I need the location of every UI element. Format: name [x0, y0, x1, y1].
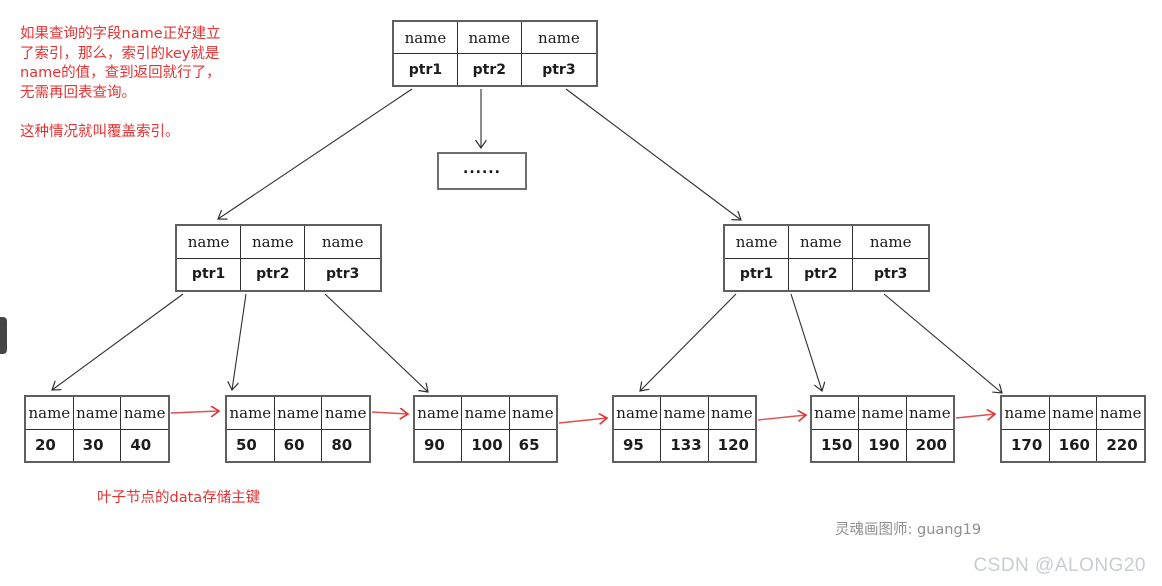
leaf1-key-1: name: [28, 403, 71, 422]
leaf1-value-2: 30: [72, 429, 121, 461]
leaf-node-2: name name name 50 60 80: [225, 395, 371, 463]
leaf5-key-1: name: [814, 403, 857, 422]
internal-left-key-2: name: [240, 226, 304, 258]
leaf1-key-3: name: [120, 397, 168, 429]
leaf2-value-1: 50: [236, 436, 257, 455]
leaf2-key-1: name: [229, 403, 272, 422]
internal-left-key-1: name: [187, 232, 230, 251]
internal-left-ptr-2: ptr2: [240, 258, 304, 290]
leaf4-value-2: 133: [660, 429, 707, 461]
internal-right-key-3: name: [852, 226, 928, 258]
leaf3-key-3: name: [508, 397, 556, 429]
leaf6-value-2: 160: [1048, 429, 1097, 461]
leaf1-key-2: name: [72, 397, 121, 429]
leaf-link-1-2: [170, 411, 219, 413]
edge-right-internal-to-leaf6: [883, 293, 1002, 393]
edge-left-internal-to-leaf2: [232, 293, 247, 390]
leaf-node-3: name name name 90 100 65: [413, 395, 558, 463]
leaf4-value-3: 120: [707, 429, 755, 461]
root-ptr-3: ptr3: [520, 54, 596, 85]
internal-right-key-1: name: [735, 232, 778, 251]
internal-right-ptr-1: ptr1: [739, 266, 774, 283]
ellipsis-node: ......: [437, 152, 527, 190]
leaf-node-6: name name name 170 160 220: [1000, 395, 1146, 463]
edge-right-internal-to-leaf5: [790, 293, 822, 391]
leaf6-value-1: 170: [1011, 436, 1043, 455]
csdn-watermark: CSDN @ALONG20: [973, 555, 1146, 576]
root-key-3: name: [520, 22, 596, 53]
root-ptr-1: ptr1: [408, 61, 443, 78]
root-node: name name name ptr1 ptr2 ptr3: [392, 20, 598, 87]
leaf5-key-2: name: [858, 397, 905, 429]
leaf6-key-1: name: [1004, 403, 1047, 422]
leaf-node-1: name name name 20 30 40: [24, 395, 170, 463]
root-key-2: name: [456, 22, 521, 53]
leaf4-key-3: name: [707, 397, 755, 429]
edge-root-to-left-internal: [218, 88, 413, 219]
leaf2-value-3: 80: [321, 429, 369, 461]
leaf6-value-3: 220: [1096, 429, 1144, 461]
leaf5-key-3: name: [905, 397, 953, 429]
internal-right-key-2: name: [788, 226, 852, 258]
left-scrollbar-thumb[interactable]: [0, 317, 7, 354]
edge-left-internal-to-leaf1: [52, 293, 184, 390]
leaf3-value-2: 100: [461, 429, 508, 461]
leaf-data-note: 叶子节点的data存储主键: [97, 490, 261, 506]
leaf3-key-2: name: [461, 397, 508, 429]
leaf1-value-3: 40: [120, 429, 168, 461]
root-ptr-2: ptr2: [456, 54, 521, 85]
covering-index-note: 如果查询的字段name正好建立 了索引，那么，索引的key就是 name的值，查…: [20, 26, 221, 140]
leaf4-key-2: name: [660, 397, 707, 429]
internal-node-left: name name name ptr1 ptr2 ptr3: [175, 224, 382, 292]
edge-left-internal-to-leaf3: [324, 293, 428, 392]
leaf2-value-2: 60: [273, 429, 322, 461]
leaf-link-2-3: [371, 412, 408, 414]
internal-left-ptr-1: ptr1: [191, 266, 226, 283]
internal-left-ptr-3: ptr3: [304, 258, 380, 290]
internal-right-ptr-2: ptr2: [788, 258, 852, 290]
leaf-node-4: name name name 95 133 120: [612, 395, 757, 463]
internal-right-ptr-3: ptr3: [852, 258, 928, 290]
leaf4-key-1: name: [616, 403, 659, 422]
leaf5-value-1: 150: [821, 436, 853, 455]
leaf5-value-3: 200: [905, 429, 953, 461]
leaf4-value-1: 95: [623, 436, 644, 455]
root-key-1: name: [404, 28, 447, 47]
ellipsis-label: ......: [463, 161, 501, 177]
leaf6-key-2: name: [1048, 397, 1097, 429]
edge-root-to-right-internal: [565, 88, 741, 220]
leaf-link-4-5: [757, 415, 806, 420]
leaf3-value-1: 90: [424, 436, 445, 455]
leaf2-key-2: name: [273, 397, 322, 429]
leaf3-key-1: name: [417, 403, 460, 422]
leaf1-value-1: 20: [35, 436, 56, 455]
internal-left-key-3: name: [304, 226, 380, 258]
leaf-link-5-6: [955, 414, 995, 418]
edge-right-internal-to-leaf4: [640, 293, 737, 391]
artist-credit: 灵魂画图师: guang19: [835, 522, 982, 538]
leaf3-value-3: 65: [508, 429, 556, 461]
leaf6-key-3: name: [1096, 397, 1144, 429]
leaf2-key-3: name: [321, 397, 369, 429]
leaf5-value-2: 190: [858, 429, 905, 461]
internal-node-right: name name name ptr1 ptr2 ptr3: [723, 224, 930, 292]
leaf-node-5: name name name 150 190 200: [810, 395, 955, 463]
leaf-link-3-4: [558, 418, 607, 423]
